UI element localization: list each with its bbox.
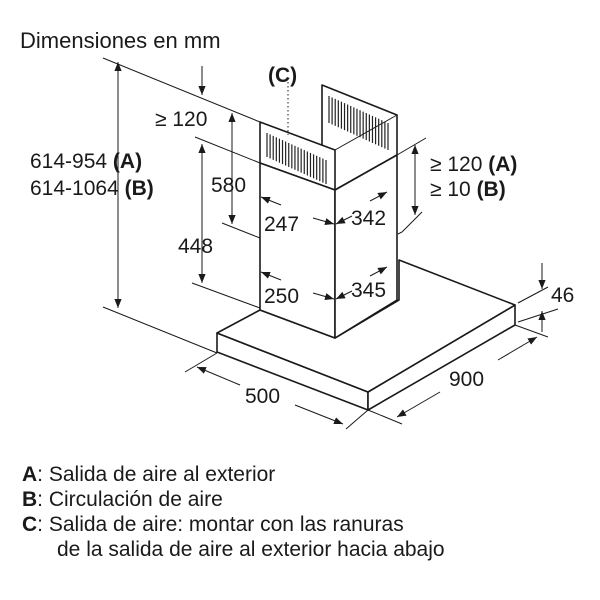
right-clearance-b: ≥ 10 (B) <box>430 178 506 201</box>
width-upper-label: 247 <box>264 213 299 236</box>
vent-grille-front <box>266 133 327 184</box>
hood-thickness-label: 46 <box>551 284 574 307</box>
legend-item-c-continuation: de la salida de aire al exterior hacia a… <box>57 538 445 561</box>
label-c: (C) <box>268 64 297 87</box>
chimney <box>259 82 398 339</box>
hood-width-label: 900 <box>449 368 484 391</box>
width-lower-label: 250 <box>264 285 299 308</box>
extension-lines <box>102 57 559 430</box>
page-title: Dimensiones en mm <box>20 28 221 53</box>
dimension-arrows <box>114 62 546 425</box>
legend: A: Salida de aire al exterior B: Circula… <box>22 462 445 562</box>
depth-upper-label: 342 <box>351 207 386 230</box>
depth-lower-label: 345 <box>351 279 386 302</box>
height-range-b: 614-1064 (B) <box>30 177 154 200</box>
right-clearance-a: ≥ 120 (A) <box>430 153 517 176</box>
hood-canopy <box>216 259 516 411</box>
legend-item-a: A: Salida de aire al exterior <box>22 463 276 486</box>
vent-grille-back <box>328 96 389 150</box>
chimney-upper-label: 580 <box>211 174 246 197</box>
top-clearance-label: ≥ 120 <box>155 108 207 131</box>
height-range-a: 614-954 (A) <box>30 150 142 173</box>
chimney-lower-label: 448 <box>178 235 213 258</box>
legend-item-c: C: Salida de aire: montar con las ranura… <box>22 513 404 536</box>
hood-depth-label: 500 <box>245 385 280 408</box>
legend-item-b: B: Circulación de aire <box>22 488 223 511</box>
